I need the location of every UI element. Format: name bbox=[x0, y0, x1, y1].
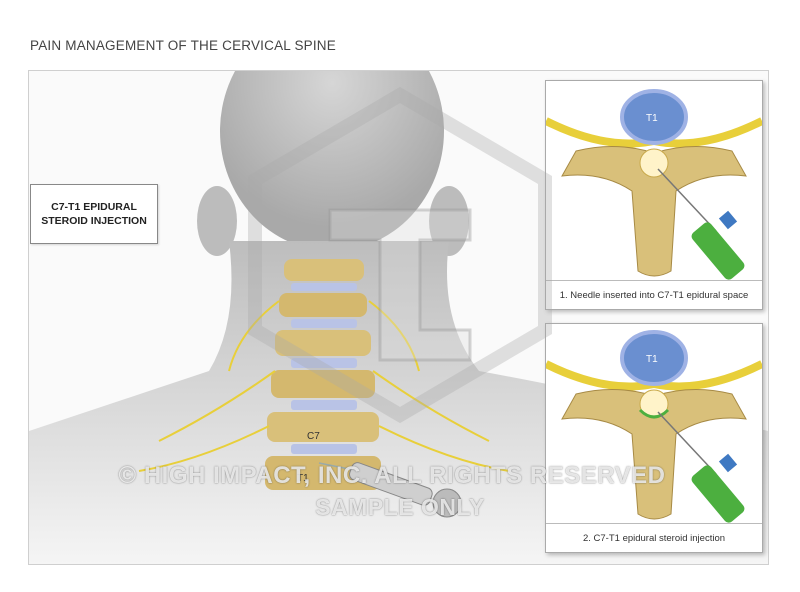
nerves bbox=[138, 300, 510, 472]
callout-label: C7-T1 EPIDURAL STEROID INJECTION bbox=[30, 184, 158, 244]
right-ear bbox=[429, 186, 469, 256]
inset1-caption: 1. Needle inserted into C7-T1 epidural s… bbox=[546, 280, 762, 309]
inset-panel-2: T1 2. C7-T1 epidural steroid injection bbox=[545, 323, 763, 553]
head-back bbox=[220, 71, 444, 251]
c7-label: C7 bbox=[307, 431, 320, 442]
watermark-line1: © HIGH IMPACT, INC. ALL RIGHTS RESERVED bbox=[118, 462, 666, 489]
vertebra-illustration-2: T1 bbox=[546, 324, 762, 524]
t1-disc-2 bbox=[620, 330, 688, 386]
vertebra-illustration-1: T1 bbox=[546, 81, 762, 281]
inset2-t1-label: T1 bbox=[646, 354, 658, 365]
page-title: PAIN MANAGEMENT OF THE CERVICAL SPINE bbox=[30, 38, 336, 53]
inset1-t1-label: T1 bbox=[646, 113, 658, 124]
syringe bbox=[318, 462, 462, 518]
inset-panel-1: T1 1. Needle inserted into C7-T1 epidura… bbox=[545, 80, 763, 310]
left-ear bbox=[197, 186, 237, 256]
watermark-line2: SAMPLE ONLY bbox=[315, 494, 485, 520]
inset2-caption: 2. C7-T1 epidural steroid injection bbox=[546, 523, 762, 552]
t1-label: T1 bbox=[297, 473, 309, 484]
callout-line1: C7-T1 EPIDURAL bbox=[51, 201, 137, 213]
cervical-spine bbox=[265, 259, 381, 490]
callout-line2: STEROID INJECTION bbox=[41, 215, 147, 227]
t1-disc bbox=[620, 89, 688, 145]
